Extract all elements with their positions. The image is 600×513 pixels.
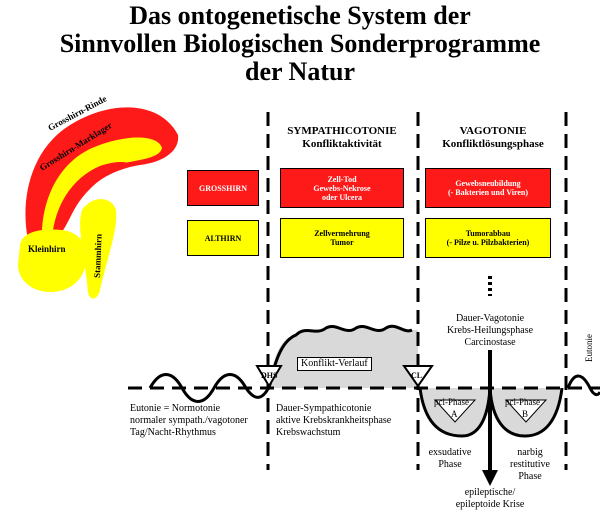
konflikt-verlauf-label: Konflikt-Verlauf	[297, 357, 372, 371]
epileptische-line-1: epileptische/	[464, 487, 516, 498]
eutonie-vertical: Eutonie	[584, 334, 594, 362]
dauer-sympathicotonie-line-2: aktive Krebskrankheitsphase	[276, 415, 392, 426]
althirn-label-text: ALTHIRN	[204, 233, 242, 243]
cl-triangle	[402, 365, 434, 388]
box-althirn-cpa: Zellvermehrung Tumor	[280, 218, 404, 258]
narbig-line-2: restitutive	[510, 459, 550, 470]
heading-sympathicotonie: SYMPATHICOTONIE Konfliktaktivität	[272, 125, 412, 151]
althirn-cpa-line-2: Tumor	[330, 238, 354, 247]
eutonie-line-1: Eutonie = Normotonie	[130, 403, 221, 414]
box-althirn-pcl: Tumorabbau (- Pilze u. Pilzbakterien)	[425, 218, 551, 258]
kleinhirn-shape	[18, 229, 87, 292]
pcl-a-title: pcl-Phase	[434, 397, 469, 407]
vagotonie-title: VAGOTONIE	[459, 125, 527, 137]
exsudative-line-2: Phase	[438, 459, 462, 470]
narbig-line-3: Phase	[518, 471, 542, 482]
exsudative-line-1: exsudative	[428, 447, 472, 458]
grosshirn-pcl-line-2: (- Bakterien und Viren)	[447, 188, 529, 197]
grosshirn-cpa-line-1: Zell-Tod	[327, 174, 357, 184]
pcl-b-triangle	[504, 399, 548, 423]
eutonie-line-2: normaler sympath./vagotoner	[130, 415, 248, 426]
title-line-3: der Natur	[244, 57, 355, 86]
eutonie-wave	[148, 373, 272, 403]
dhs-triangle	[255, 365, 283, 388]
dhs-label: DHS	[261, 371, 278, 380]
label-kleinhirn: Kleinhirn	[28, 244, 66, 254]
heading-vagotonie: VAGOTONIE Konfliktlösungsphase	[418, 125, 568, 151]
konflikt-curve	[268, 324, 413, 386]
title-line-1: Das ontogenetische System der	[129, 1, 471, 30]
cl-label: CL	[411, 371, 422, 380]
dauer-vagotonie-text: Dauer-Vagotonie Krebs-Heilungsphase Carc…	[432, 313, 548, 349]
sympathicotonie-title: SYMPATHICOTONIE	[287, 125, 397, 137]
dauer-sympathicotonie-line-3: Krebswachstum	[276, 427, 341, 438]
eutonie-line-3: Tag/Nacht-Rhythmus	[130, 427, 216, 438]
althirn-pcl-line-1: Tumorabbau	[465, 229, 511, 238]
epikrise-arrow-head	[482, 470, 498, 486]
dauer-vagotonie-line-3: Carcinostase	[464, 337, 516, 348]
epileptische-line-2: epileptoide Krise	[455, 499, 525, 510]
box-grosshirn-label: GROSSHIRN	[187, 170, 259, 206]
eutonie-wave-right	[566, 374, 600, 397]
grosshirn-pcl-line-1: Gewebsneubildung	[455, 179, 521, 188]
narbig-text: narbig restitutive Phase	[500, 447, 560, 483]
grosshirn-marklager-shape	[41, 137, 162, 249]
eutonie-text: Eutonie = Normotonie normaler sympath./v…	[130, 403, 248, 439]
box-grosshirn-cpa: Zell-Tod Gewebs-Nekrose oder Ulcera	[280, 168, 404, 208]
pcl-b-letter: B	[522, 409, 528, 419]
sympathicotonie-subtitle: Konfliktaktivität	[302, 138, 382, 150]
grosshirn-cpa-line-2: Gewebs-Nekrose	[313, 183, 371, 193]
grosshirn-cpa-line-3: oder Ulcera	[321, 192, 363, 202]
stammhirn-shape	[80, 199, 117, 299]
dauer-sympathicotonie-line-1: Dauer-Sympathicotonie	[276, 403, 372, 414]
dauer-vagotonie-line-1: Dauer-Vagotonie	[455, 313, 525, 324]
epileptische-text: epileptische/ epileptoide Krise	[440, 487, 540, 511]
dauer-vagotonie-line-2: Krebs-Heilungsphase	[446, 325, 534, 336]
grosshirn-label-text: GROSSHIRN	[198, 183, 247, 193]
title-line-2: Sinnvollen Biologischen Sonderprogramme	[59, 29, 541, 58]
pcl-a-triangle	[433, 399, 477, 423]
pcl-a-letter: A	[451, 409, 458, 419]
label-stammhirn: Stammhirn	[92, 234, 104, 278]
dauer-sympathicotonie-text: Dauer-Sympathicotonie aktive Krebskrankh…	[276, 403, 391, 439]
box-grosshirn-pcl: Gewebsneubildung (- Bakterien und Viren)	[425, 168, 551, 208]
narbig-line-1: narbig	[517, 447, 543, 458]
exsudative-text: exsudative Phase	[420, 447, 480, 471]
vagotonie-subtitle: Konfliktlösungsphase	[442, 138, 544, 150]
pcl-b-title: pcl-Phase	[505, 397, 540, 407]
althirn-pcl-line-2: (- Pilze u. Pilzbakterien)	[446, 238, 530, 247]
box-althirn-label: ALTHIRN	[187, 220, 259, 256]
althirn-cpa-line-1: Zellvermehrung	[314, 229, 370, 238]
